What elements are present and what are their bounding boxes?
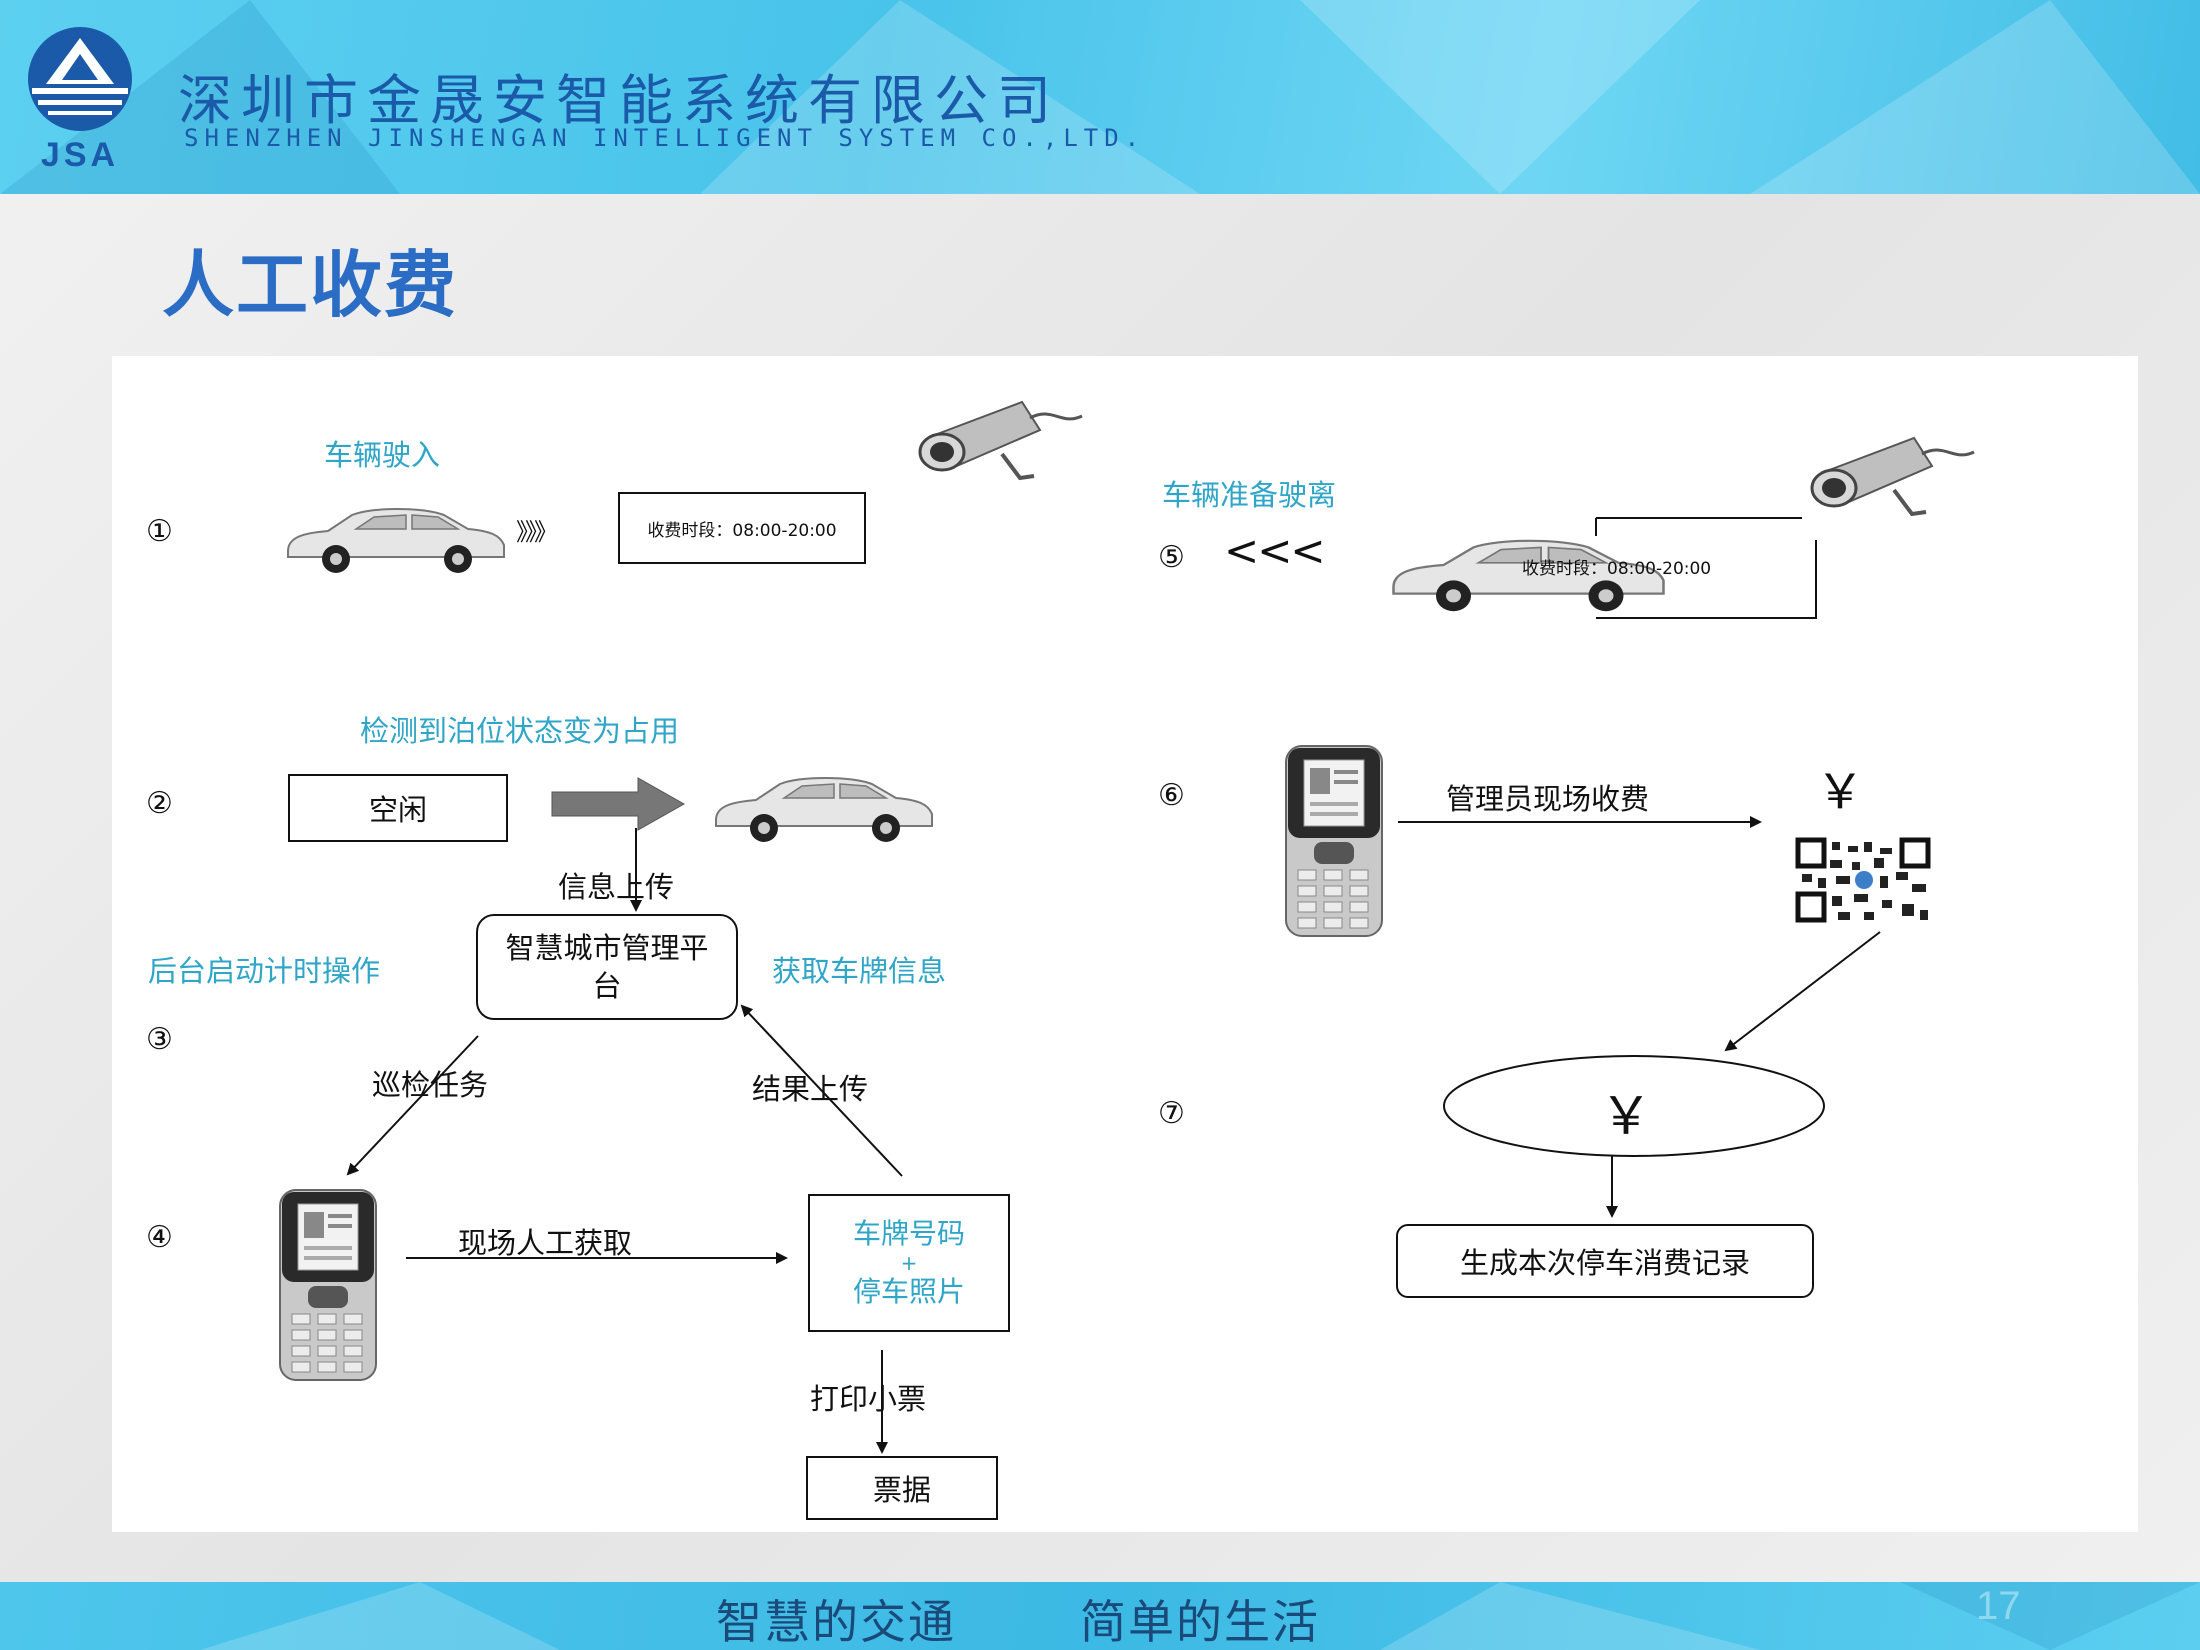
print-ticket-label: 打印小票 <box>810 1382 927 1416</box>
header-pattern <box>0 0 2200 194</box>
fee-hours-sign-1: 收费时段：08:00-20:00 <box>618 492 866 564</box>
occupied-detected-label: 检测到泊位状态变为占用 <box>360 714 680 748</box>
car-icon-parked <box>715 777 933 843</box>
info-upload-label: 信息上传 <box>558 870 675 904</box>
camera-icon-1 <box>918 400 1084 480</box>
company-name-cn: 深圳市金晟安智能系统有限公司 <box>178 69 1060 132</box>
handheld-terminal-icon-2 <box>1285 745 1383 937</box>
result-upload-arrow <box>740 1004 903 1177</box>
footer-slogan-1: 智慧的交通 <box>716 1595 956 1649</box>
vehicle-entering-label: 车辆驶入 <box>324 438 441 472</box>
yen-icon-2: ￥ <box>1600 1087 1653 1147</box>
page-number: 17 <box>1976 1584 2021 1628</box>
vehicle-leaving-label: 车辆准备驶离 <box>1162 478 1337 512</box>
plate-photo-box: 车牌号码 + 停车照片 <box>808 1194 1010 1332</box>
car-icon-entering <box>287 508 505 574</box>
manual-capture-label: 现场人工获取 <box>458 1226 633 1260</box>
parking-photo-text: 停车照片 <box>852 1275 965 1308</box>
qr-to-payment-arrow <box>1724 931 1881 1052</box>
smart-city-platform-box: 智慧城市管理平台 <box>476 914 738 1020</box>
result-upload-label: 结果上传 <box>752 1072 869 1106</box>
entering-arrow: 》》》 <box>516 518 558 546</box>
step-number-4: ④ <box>146 1220 173 1255</box>
get-plate-info-label: 获取车牌信息 <box>772 954 947 988</box>
header-banner: JSA 深圳市金晟安智能系统有限公司 SHENZHEN JINSHENGAN I… <box>0 0 2200 194</box>
payment-ellipse <box>1443 1055 1825 1157</box>
onsite-fee-label: 管理员现场收费 <box>1446 782 1650 816</box>
step-number-5: ⑤ <box>1158 540 1185 575</box>
qr-code-icon <box>1795 837 1931 923</box>
footer-slogan-2: 简单的生活 <box>1080 1595 1320 1649</box>
plate-number-text: 车牌号码 <box>852 1217 965 1250</box>
idle-state-box: 空闲 <box>288 774 508 842</box>
jsa-logo-icon: JSA <box>28 27 132 174</box>
company-name-en: SHENZHEN JINSHENGAN INTELLIGENT SYSTEM C… <box>184 124 1146 152</box>
step-number-6: ⑥ <box>1158 778 1185 813</box>
step-number-1: ① <box>146 514 173 549</box>
leaving-arrow: <<< <box>1224 526 1326 575</box>
patrol-task-label: 巡检任务 <box>372 1068 489 1102</box>
plus-text: + <box>900 1251 918 1275</box>
backend-timer-label: 后台启动计时操作 <box>148 954 381 988</box>
camera-icon-2 <box>1810 436 1976 516</box>
handheld-terminal-icon-1 <box>279 1189 377 1381</box>
footer-banner <box>0 1582 2200 1650</box>
fee-hours-sign-2: 收费时段：08:00-20:00 <box>1522 559 1712 579</box>
flow-diagram: ① ② ③ ④ ⑤ ⑥ ⑦ 车辆驶入 》》》 收费时段：08:00-20:00 … <box>112 356 2138 1532</box>
state-change-arrow <box>551 777 686 831</box>
logo-text: JSA <box>41 136 119 174</box>
diagram-graphics <box>279 400 1976 1454</box>
footer-pattern <box>200 1582 2200 1650</box>
patrol-arrow <box>346 1035 479 1176</box>
yen-icon-1: ￥ <box>1816 764 1865 820</box>
slide-title: 人工收费 <box>162 243 459 327</box>
ticket-box: 票据 <box>806 1456 998 1520</box>
step-number-3: ③ <box>146 1022 173 1057</box>
consumption-record-box: 生成本次停车消费记录 <box>1396 1224 1814 1298</box>
step-number-7: ⑦ <box>1158 1096 1185 1131</box>
step-number-2: ② <box>146 786 173 821</box>
